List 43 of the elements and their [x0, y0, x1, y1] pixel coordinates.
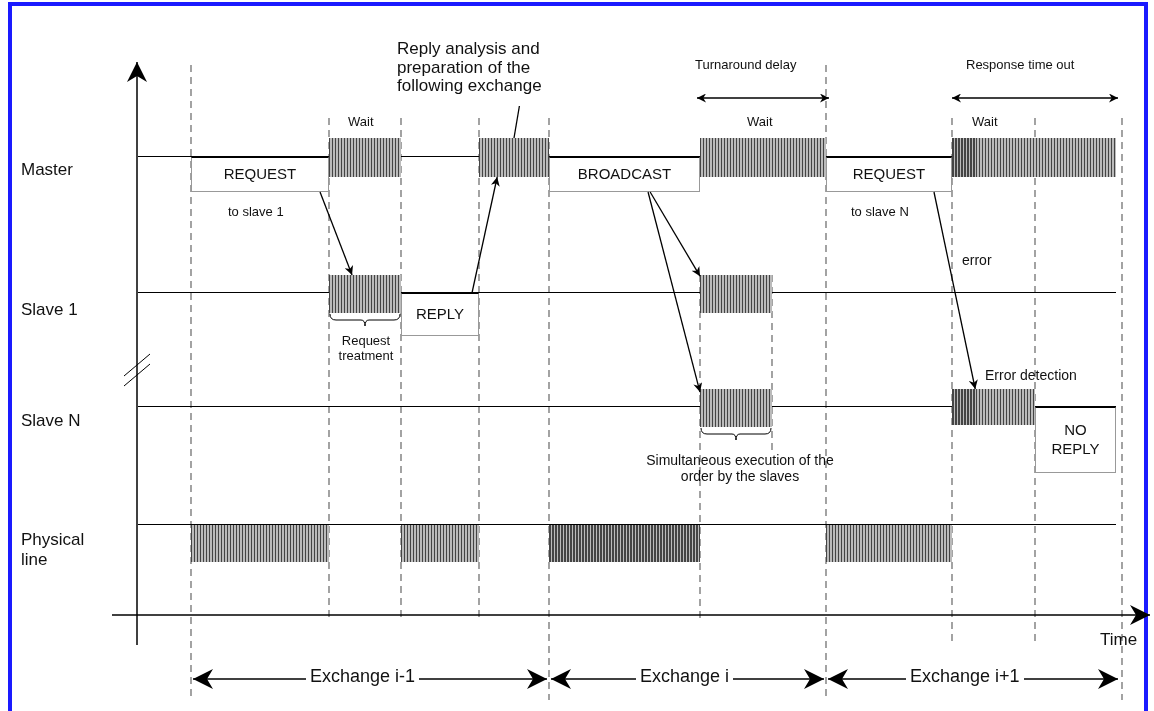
hatched-block: [826, 525, 952, 562]
arrow: [647, 191, 703, 393]
hatched-block: [329, 275, 401, 313]
dimension-label: Response time out: [966, 58, 1075, 73]
exchange-label: Exchange i: [636, 666, 734, 687]
exchange-label: Exchange i-1: [306, 666, 420, 687]
hatched-block: [952, 389, 1035, 425]
hatched-block: [700, 389, 772, 427]
annotation-text: Reply analysis and preparation of the following exchange: [397, 40, 577, 106]
signal-box: REQUEST: [826, 157, 952, 192]
row-label: Slave N: [21, 411, 81, 431]
note: Error detection: [985, 367, 1077, 384]
timing-label: Wait: [747, 115, 773, 130]
hatched-block: [549, 525, 700, 562]
row-label: Slave 1: [21, 300, 78, 320]
dimension-label: Turnaround delay: [695, 58, 797, 73]
edge-label: error: [962, 252, 992, 269]
arrow: [319, 191, 353, 276]
hatched-block: [700, 275, 772, 313]
hatched-block: [952, 138, 1116, 177]
exchange-label: Exchange i+1: [906, 666, 1024, 687]
arrow: [933, 191, 978, 390]
row-label: Physical line: [21, 530, 86, 570]
hatched-block: [700, 138, 826, 177]
brace-caption: Simultaneous execution of the order by the slaves: [645, 452, 835, 485]
hatched-block: [191, 525, 329, 562]
note: to slave 1: [228, 205, 284, 220]
axis-label: Time: [1100, 630, 1138, 650]
signal-box: BROADCAST: [549, 157, 700, 192]
arrow: [471, 176, 500, 294]
note: to slave N: [851, 205, 909, 220]
timing-label: Wait: [972, 115, 998, 130]
timing-label: Wait: [348, 115, 374, 130]
hatched-block: [329, 138, 401, 177]
signal-box: REQUEST: [191, 157, 329, 192]
hatched-block: [401, 525, 479, 562]
arrow: [649, 191, 701, 277]
hatched-block: [479, 138, 549, 177]
signal-box: REPLY: [401, 293, 479, 336]
brace-caption: Request treatment: [337, 334, 395, 364]
row-label: Master: [21, 160, 73, 180]
leader-line: [513, 105, 521, 139]
signal-box: NO REPLY: [1035, 407, 1116, 473]
